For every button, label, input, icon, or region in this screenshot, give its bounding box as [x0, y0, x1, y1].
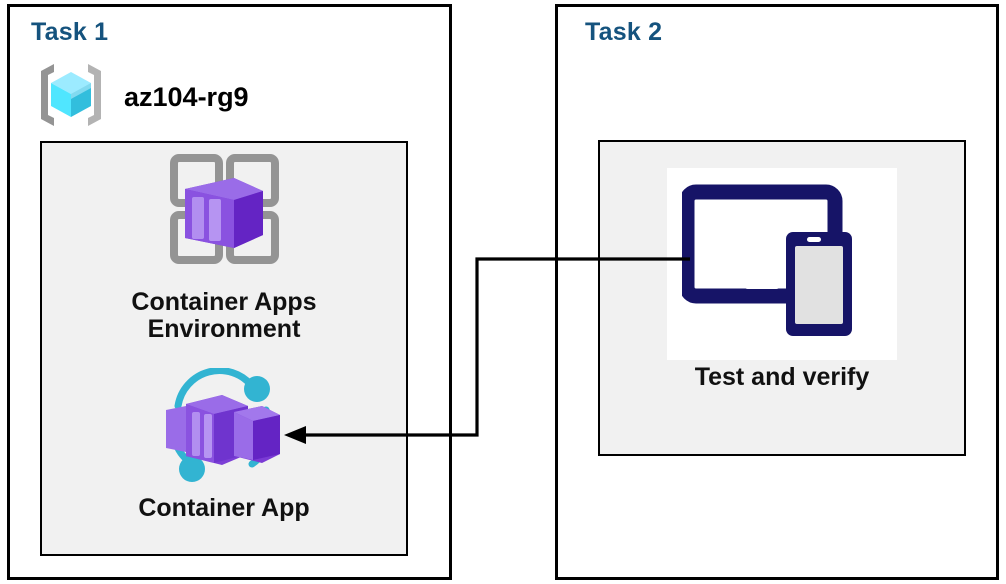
- node-container-apps-environment-label: Container Apps Environment: [131, 288, 317, 343]
- node-test-and-verify-label: Test and verify: [694, 363, 870, 391]
- node-container-app: Container App: [63, 367, 385, 522]
- node-test-and-verify: Test and verify: [618, 168, 946, 391]
- resource-group-row: az104-rg9: [34, 58, 249, 137]
- task-1-title: Task 1: [31, 18, 109, 46]
- node-container-apps-environment: Container Apps Environment: [63, 152, 385, 343]
- task-2-title: Task 2: [585, 18, 663, 46]
- container-app-icon: [156, 367, 292, 491]
- resource-group-icon: [34, 58, 108, 137]
- container-apps-environment-icon: [159, 152, 289, 285]
- resource-group-label: az104-rg9: [124, 82, 249, 112]
- devices-icon: [679, 182, 882, 347]
- test-and-verify-icon-plate: [667, 168, 897, 360]
- node-container-app-label: Container App: [138, 494, 310, 522]
